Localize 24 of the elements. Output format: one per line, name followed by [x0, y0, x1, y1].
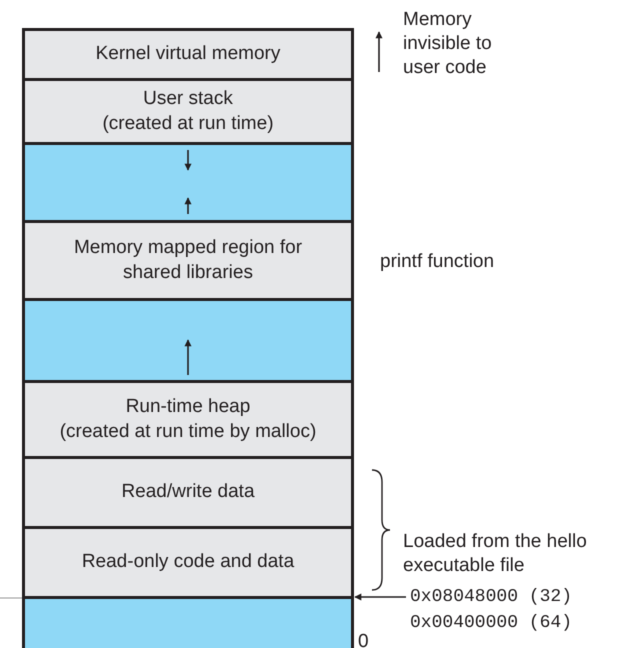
free-memory-band [22, 298, 354, 383]
free-memory-band [22, 142, 354, 223]
segment-label: Kernel virtual memory [96, 42, 280, 66]
segment-label: (created at run time by malloc) [60, 420, 316, 444]
memory-segment [22, 220, 354, 301]
memory-segment [22, 28, 354, 81]
address-text: 0x08048000 (32) [410, 586, 572, 609]
annotation-text: Loaded from the hello executable file [403, 530, 588, 578]
leader-arrow [354, 594, 406, 600]
segment-label: User stack [143, 86, 233, 111]
annotation-text: 0 [358, 630, 370, 648]
memory-segment [22, 526, 354, 599]
free-memory-band [22, 596, 354, 648]
address-text: 0x00400000 (64) [410, 612, 572, 636]
annotation-text: Memory invisible to user code [403, 8, 493, 80]
segment-label: Read/write data [121, 480, 255, 504]
segment-label: Run-time heap [126, 394, 250, 419]
memory-segment [22, 78, 354, 145]
segment-label: (created at run time) [102, 112, 274, 136]
memory-segment [22, 380, 354, 459]
annotation-text: printf function [380, 250, 496, 274]
memory-segment [22, 456, 354, 529]
segment-label: Read-only code and data [82, 550, 294, 574]
segment-label: Memory mapped region for shared libraries [72, 236, 304, 284]
